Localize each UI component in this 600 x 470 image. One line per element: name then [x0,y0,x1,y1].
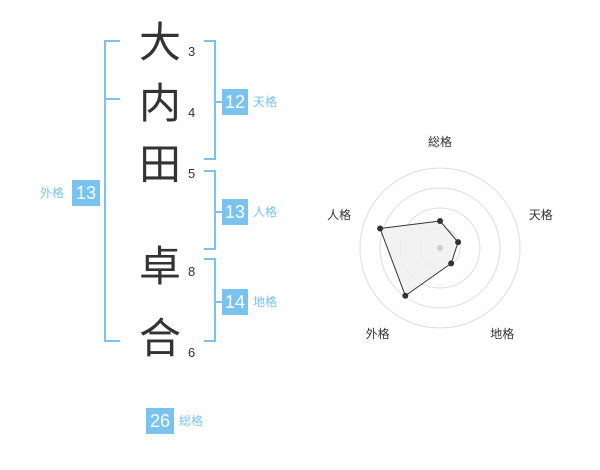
radar-point-2 [455,239,462,246]
chikaku-tick [214,301,222,303]
chikaku-label: 地格 [253,295,278,309]
gaikaku-label: 外格 [40,186,65,200]
radar-axis-label-1: 総格 [428,134,452,149]
radar-point-5 [377,225,384,232]
jinkaku-tick [214,211,222,213]
gaikaku-value: 13 [72,180,100,206]
radar-point-4 [402,292,409,299]
radar-center-dot [437,245,443,251]
name-char-2: 内 [138,79,181,128]
gaikaku-bracket [104,40,120,342]
stroke-count-4: 8 [188,264,196,279]
radar-ring-3 [379,187,501,309]
radar-point-3 [448,260,455,267]
stroke-count-5: 6 [188,345,196,360]
radar-polygon [379,220,459,297]
name-char-5: 合 [138,314,181,363]
radar-axis-label-5: 人格 [327,207,351,222]
radar-point-1 [437,218,443,224]
chikaku-bracket [204,258,216,342]
tenkaku-tick [214,101,222,103]
tenkaku-label: 天格 [253,95,278,109]
radar-axis-label-4: 外格 [366,326,390,341]
tenkaku-bracket [204,40,216,160]
jinkaku-label: 人格 [253,205,278,219]
tenkaku-value: 12 [222,89,248,115]
radar-axis-label-3: 地格 [490,326,514,341]
stroke-count-1: 3 [188,44,196,59]
soukaku-label: 総格 [179,414,204,428]
chikaku-value: 14 [222,289,248,315]
name-char-1: 大 [138,18,181,67]
jinkaku-value: 13 [222,199,248,225]
soukaku-value: 26 [146,408,174,434]
name-char-4: 卓 [138,242,181,291]
name-char-3: 田 [138,140,181,189]
radar-axis-label-2: 天格 [529,207,553,222]
jinkaku-bracket [204,170,216,250]
stroke-count-3: 5 [188,166,196,181]
stroke-count-2: 4 [188,105,196,120]
gaikaku-bracket-tick [104,98,120,100]
